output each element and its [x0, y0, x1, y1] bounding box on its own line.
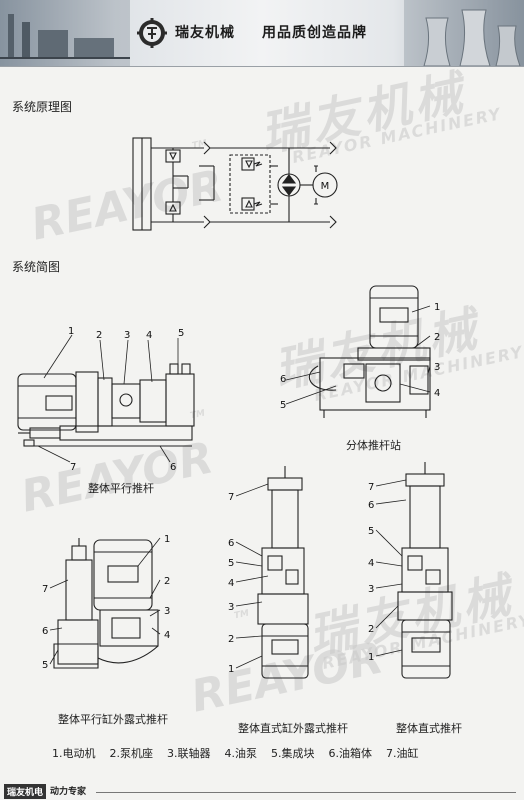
part-num: 2 — [96, 330, 102, 341]
legend-item: 5.集成块 — [271, 747, 315, 760]
motor-symbol — [312, 172, 338, 198]
caption-vertical: 整体直式推杆 — [396, 722, 462, 735]
legend-item: 6.油箱体 — [328, 747, 373, 760]
station-hose — [308, 365, 337, 391]
hydraulic-schematic — [132, 137, 338, 231]
part-num: 5 — [280, 400, 286, 411]
part-num: 6 — [368, 500, 374, 511]
gear-logo-icon — [137, 18, 167, 48]
part-num: 1 — [228, 664, 234, 675]
legend-item: 1.电动机 — [52, 747, 96, 760]
part-num: 6 — [42, 626, 48, 637]
tank-4 — [257, 593, 309, 625]
pump-bracket — [97, 377, 113, 427]
caption-integral-parallel: 整体平行推杆 — [88, 482, 154, 495]
legend-item: 7.油缸 — [386, 747, 419, 760]
motor-label: M — [321, 181, 330, 192]
tank-5 — [397, 591, 453, 621]
parts-legend: 1.电动机 2.泵机座 3.联轴器 4.油泵 5.集成块 6.油箱体 7.油缸 — [52, 745, 419, 761]
brand-name: 瑞友机械 — [175, 25, 235, 41]
part-num: 2 — [368, 624, 374, 635]
part-num: 6 — [170, 462, 176, 473]
tank-base — [59, 425, 193, 441]
part-num: 5 — [228, 558, 234, 569]
part-num: 2 — [228, 634, 234, 645]
station-tank — [319, 357, 431, 411]
part-num: 5 — [368, 526, 374, 537]
part-num: 6 — [228, 538, 234, 549]
brand-slogan: 用品质创造品牌 — [262, 25, 367, 41]
part-num: 3 — [368, 584, 374, 595]
tank-3 — [57, 619, 99, 665]
footer-slogan: 动力专家 — [50, 787, 87, 797]
drawing-split-station — [308, 285, 431, 418]
part-num: 7 — [70, 462, 76, 473]
pilot-line — [229, 154, 271, 214]
factory-illustration — [0, 0, 130, 66]
part-num: 1 — [68, 326, 74, 337]
cooling-towers-illustration — [404, 0, 524, 66]
part-num: 2 — [164, 576, 170, 587]
part-num: 7 — [228, 492, 234, 503]
part-num: 1 — [434, 302, 440, 313]
part-num: 1 — [164, 534, 170, 545]
leader-lines — [37, 305, 431, 669]
part-num: 3 — [164, 606, 170, 617]
caption-vertical-external: 整体直式缸外露式推杆 — [238, 722, 348, 735]
part-num: 3 — [434, 362, 440, 373]
oil-pump — [139, 379, 167, 423]
part-num: 5 — [178, 328, 184, 339]
cylinder-4 — [271, 489, 299, 549]
cylinder-top-4 — [267, 477, 303, 491]
part-num: 4 — [368, 558, 374, 569]
part-num: 6 — [280, 374, 286, 385]
part-num: 7 — [368, 482, 374, 493]
part-num: 5 — [42, 660, 48, 671]
motor-5 — [401, 619, 451, 679]
part-num: 7 — [42, 584, 48, 595]
legend-item: 4.油泵 — [224, 747, 258, 760]
drawing-parallel-external — [53, 538, 159, 669]
valve-3 — [99, 609, 159, 647]
part-num: 3 — [124, 330, 130, 341]
caption-parallel-external: 整体平行缸外露式推杆 — [58, 713, 168, 726]
footer-badge: 瑞友机电 — [4, 784, 47, 799]
section-title-sketch: 系统简图 — [12, 260, 61, 274]
cylinder-top-5 — [405, 473, 445, 487]
motor-housing — [17, 373, 77, 431]
part-num: 4 — [228, 578, 234, 589]
part-num: 1 — [368, 652, 374, 663]
quick-coupler-top — [203, 141, 211, 155]
motor-3 — [93, 539, 153, 611]
drawing-integral-parallel — [17, 363, 195, 447]
part-num: 4 — [434, 388, 440, 399]
footer-divider — [96, 792, 516, 793]
drawing-vertical-external — [257, 466, 309, 679]
part-num: 4 — [146, 330, 152, 341]
section-title-principle: 系统原理图 — [12, 100, 73, 114]
cylinder-3 — [65, 559, 93, 621]
footer: 瑞友机电 动力专家 — [0, 778, 524, 800]
quick-coupler-bottom — [203, 215, 211, 229]
legend-item: 2.泵机座 — [109, 747, 154, 760]
cylinder-5 — [409, 485, 441, 549]
valve-block — [165, 373, 195, 427]
part-num: 4 — [164, 630, 170, 641]
part-num: 3 — [228, 602, 234, 613]
caption-split-station: 分体推杆站 — [346, 439, 401, 452]
motor-4 — [261, 623, 309, 679]
part-num: 2 — [434, 332, 440, 343]
coupling — [111, 383, 141, 419]
station-pump — [365, 363, 401, 403]
legend-item: 3.联轴器 — [167, 747, 211, 760]
drawing-vertical — [397, 462, 453, 679]
station-motor — [369, 285, 419, 349]
header-banner: 瑞友机械 用品质创造品牌 — [0, 0, 524, 67]
